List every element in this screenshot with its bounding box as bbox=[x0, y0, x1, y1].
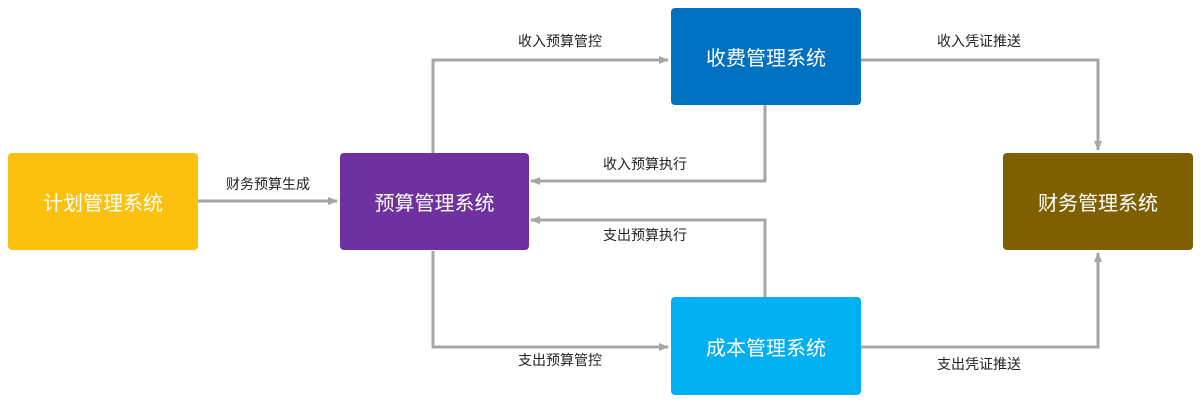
finance-node-label: 财务管理系统 bbox=[1038, 191, 1158, 215]
fee-node-label: 收费管理系统 bbox=[706, 46, 826, 70]
plan-management-system-node: 计划管理系统 bbox=[8, 153, 198, 250]
edge-fee-to-budget-line bbox=[530, 105, 767, 185]
edge-label-fee-to-budget: 收入预算执行 bbox=[603, 157, 687, 173]
edge-label-cost-to-finance: 支出凭证推送 bbox=[937, 357, 1021, 373]
plan-node-label: 计划管理系统 bbox=[43, 191, 163, 215]
edge-label-cost-to-budget: 支出预算执行 bbox=[603, 228, 687, 244]
edge-fee-to-finance-line bbox=[861, 58, 1102, 151]
budget-node-label: 预算管理系统 bbox=[374, 191, 495, 215]
edge-budget-to-fee-line bbox=[431, 56, 669, 153]
edge-label-plan-to-budget: 财务预算生成 bbox=[226, 177, 310, 193]
edge-cost-to-budget-line bbox=[530, 216, 767, 297]
cost-node-label: 成本管理系统 bbox=[706, 335, 826, 360]
edge-label-fee-to-finance: 收入凭证推送 bbox=[937, 34, 1021, 50]
budget-management-system-node: 预算管理系统 bbox=[340, 153, 529, 250]
edge-budget-to-cost-line bbox=[431, 251, 669, 351]
edge-cost-to-finance-line bbox=[861, 252, 1102, 349]
edge-label-budget-to-cost: 支出预算管控 bbox=[518, 353, 602, 369]
fee-management-system-node: 收费管理系统 bbox=[671, 8, 861, 105]
finance-management-system-node: 财务管理系统 bbox=[1003, 153, 1193, 250]
edge-label-budget-to-fee: 收入预算管控 bbox=[518, 34, 602, 50]
cost-management-system-node: 成本管理系统 bbox=[671, 297, 861, 395]
